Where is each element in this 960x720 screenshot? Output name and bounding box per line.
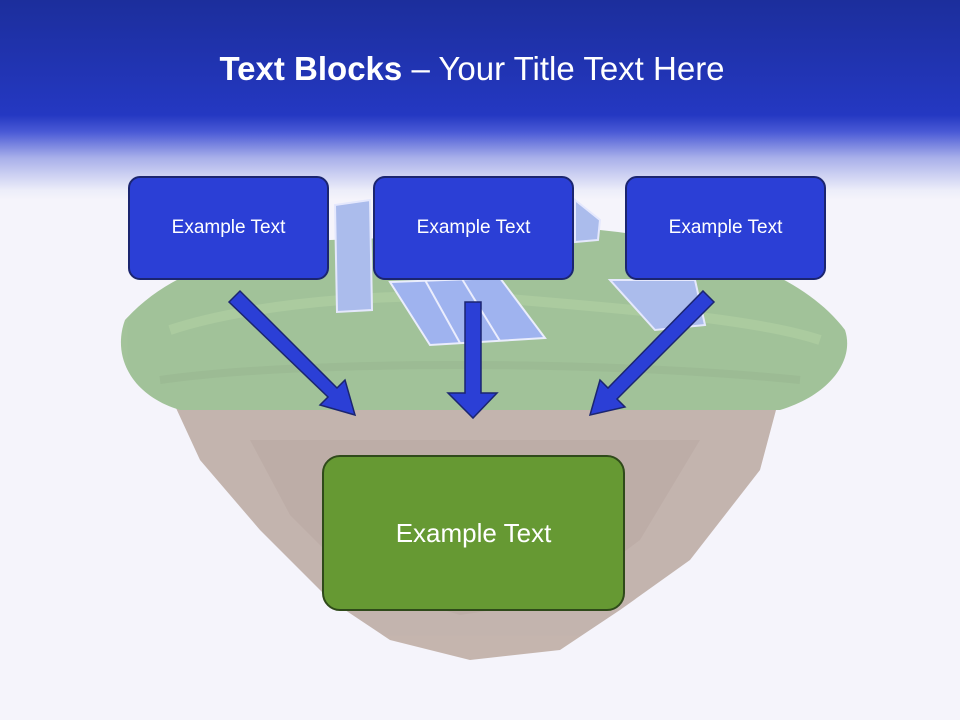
- title-rest: Your Title Text Here: [438, 50, 725, 87]
- result-block-label: Example Text: [395, 517, 552, 548]
- text-block-3[interactable]: Example Text: [625, 176, 826, 280]
- text-block-2[interactable]: Example Text: [373, 176, 574, 280]
- slide-title: Text Blocks – Your Title Text Here: [0, 50, 944, 88]
- title-bold-part: Text Blocks: [219, 50, 403, 87]
- text-block-1-label: Example Text: [171, 217, 286, 238]
- arrow-center-icon: [446, 301, 499, 420]
- arrow-left-icon: [227, 289, 357, 417]
- arrow-right-icon: [588, 289, 716, 417]
- result-block[interactable]: Example Text: [322, 455, 625, 611]
- title-banner: [0, 0, 960, 200]
- text-block-2-label: Example Text: [416, 217, 531, 238]
- title-dash: –: [411, 50, 430, 87]
- solar-panel-left: [333, 198, 374, 314]
- text-block-1[interactable]: Example Text: [128, 176, 329, 280]
- text-block-3-label: Example Text: [668, 217, 783, 238]
